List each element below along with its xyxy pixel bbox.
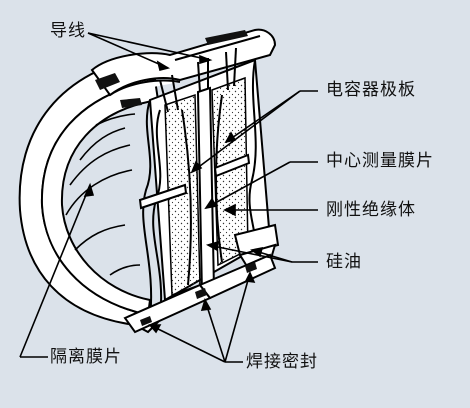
weld-bands [95,30,248,108]
label-rigid-insulator: 刚性绝缘体 [326,200,416,220]
label-capacitor-plate: 电容器极板 [326,80,416,100]
label-lead-wire: 导线 [50,21,86,41]
bottom-weld-bands [140,262,257,326]
label-isolation-diaphragm: 隔离膜片 [50,347,122,367]
label-welded-seal: 焊接密封 [246,352,318,372]
leader-lines [19,32,318,363]
label-center-measuring-diaphragm: 中心测量膜片 [326,151,434,171]
lead-wires [159,47,237,113]
center-measuring-diaphragm [196,86,216,296]
capacitor-plates [181,94,223,286]
label-silicone-oil: 硅油 [326,252,362,272]
isolation-diaphragm-ripples [65,113,141,276]
